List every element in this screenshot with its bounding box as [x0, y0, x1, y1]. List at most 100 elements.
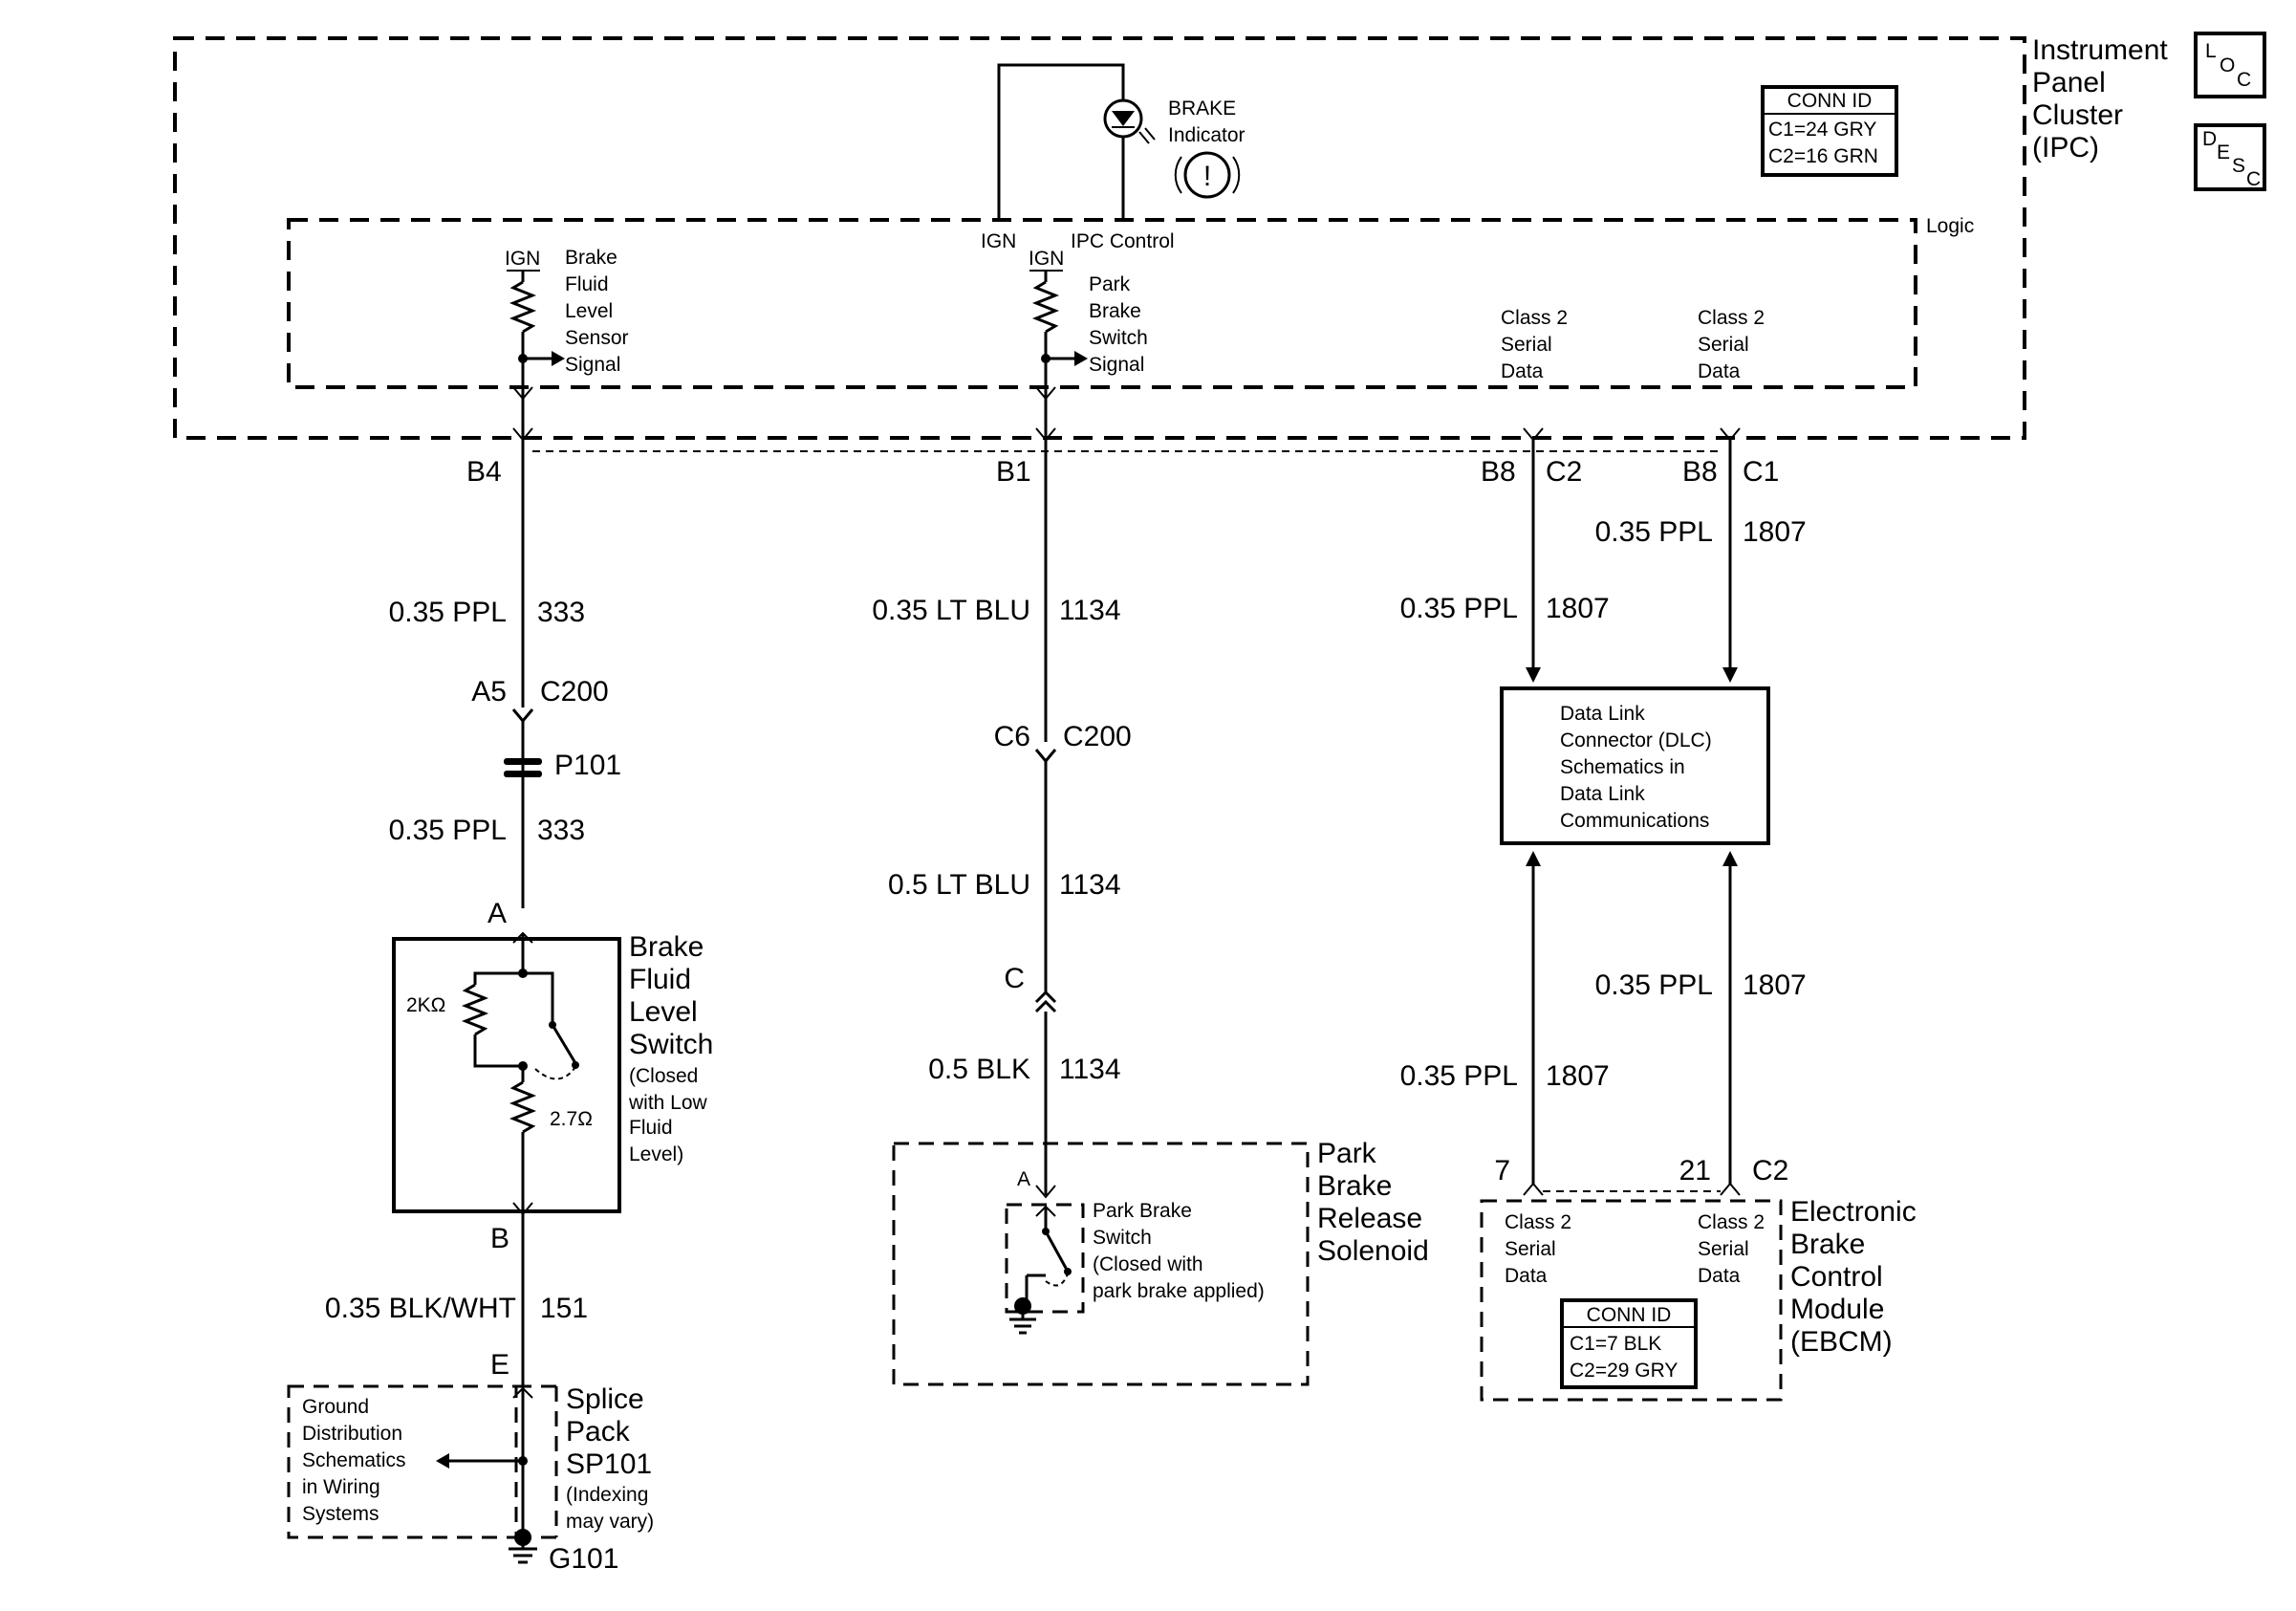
svg-text:C1=7 BLK: C1=7 BLK	[1570, 1333, 1661, 1355]
wire-1134-bot-circuit: 1134	[1059, 1054, 1121, 1085]
park-brake-pullup	[1029, 270, 1088, 438]
pin-a-switch: A	[487, 898, 507, 929]
svg-text:S: S	[2232, 155, 2245, 177]
wire-1134-mid-gauge: 0.5 LT BLU	[888, 869, 1030, 901]
splice-pack-name: Splice Pack SP101	[566, 1383, 652, 1480]
wire-1134-top-circuit: 1134	[1059, 595, 1121, 626]
svg-text:L: L	[2205, 40, 2217, 62]
conn-c-chevron	[1034, 990, 1057, 1004]
wire-333-mid-circuit: 333	[537, 815, 585, 846]
wire-1807-c1-top-circuit: 1807	[1743, 516, 1807, 548]
svg-text:C: C	[2246, 168, 2261, 190]
park-brake-switch-box	[1005, 1203, 1085, 1314]
svg-text:C2=29 GRY: C2=29 GRY	[1570, 1360, 1678, 1382]
pin-b4: B4	[466, 456, 502, 488]
splice-pack-note: (Indexing may vary)	[566, 1484, 654, 1533]
ground-distribution-label: Ground Distribution Schematics in Wiring…	[302, 1396, 411, 1525]
conn-c6: C6	[994, 721, 1030, 752]
wire-333-top-circuit: 333	[537, 597, 585, 628]
ipc-name: Instrument Panel Cluster (IPC)	[2032, 34, 2176, 163]
brake-fluid-switch-internals	[461, 931, 579, 1216]
ebcm-conn-id: CONN ID C1=7 BLK C2=29 GRY	[1560, 1298, 1698, 1389]
park-brake-solenoid-name: Park Brake Release Solenoid	[1317, 1138, 1430, 1267]
park-brake-switch-internals	[1009, 1205, 1072, 1335]
pin-e-splice: E	[490, 1349, 509, 1381]
wire-1134-top-gauge: 0.35 LT BLU	[872, 595, 1030, 626]
svg-text:!: !	[1203, 161, 1211, 192]
wire-333-mid-gauge: 0.35 PPL	[389, 815, 507, 846]
svg-text:E: E	[2217, 142, 2230, 163]
p101-splice-icon	[504, 758, 542, 777]
brake-fluid-switch-note: (Closed with Low Fluid Level)	[628, 1065, 713, 1165]
park-brake-switch-label: Park Brake Switch (Closed with park brak…	[1093, 1200, 1265, 1302]
brake-fluid-switch-name: Brake Fluid Level Switch	[629, 931, 713, 1060]
wire-1807-c1-bot-circuit: 1807	[1743, 969, 1807, 1001]
conn-c200-mid: C200	[1063, 721, 1132, 752]
brake-fluid-signal-label: Brake Fluid Level Sensor Signal	[565, 247, 634, 376]
ign-label-lamp: IGN	[981, 230, 1016, 252]
wire-1807-c2-top-gauge: 0.35 PPL	[1400, 593, 1518, 624]
splice-internals	[436, 1386, 533, 1537]
svg-text:C1=24 GRY: C1=24 GRY	[1768, 119, 1876, 141]
ign-label-park: IGN	[1029, 248, 1064, 270]
wire-1134-bot-gauge: 0.5 BLK	[928, 1054, 1030, 1085]
svg-text:CONN ID: CONN ID	[1787, 90, 1873, 112]
wire-1807-c1-top-gauge: 0.35 PPL	[1595, 516, 1713, 548]
wire-1807-c2-bot-gauge: 0.35 PPL	[1400, 1060, 1518, 1092]
svg-text:O: O	[2220, 54, 2235, 76]
logic-label: Logic	[1926, 215, 1974, 237]
brake-warning-icon: !	[1174, 151, 1241, 199]
svg-text:CONN ID: CONN ID	[1587, 1304, 1672, 1326]
brake-fluid-sensor-pullup	[507, 270, 565, 438]
wire-151-circuit: 151	[540, 1293, 588, 1324]
brake-indicator-label: BRAKE Indicator	[1168, 98, 1245, 146]
conn-c-mid: C	[1004, 963, 1025, 994]
ebcm-box	[1480, 1199, 1783, 1402]
ipc-control-label: IPC Control	[1071, 230, 1175, 252]
resistor-2-7: 2.7Ω	[550, 1108, 593, 1130]
wire-151-gauge: 0.35 BLK/WHT	[325, 1293, 516, 1324]
wire-333-top-gauge: 0.35 PPL	[389, 597, 507, 628]
park-switch-pin-a: A	[1017, 1168, 1030, 1190]
ipc-conn-id: CONN ID C1=24 GRY C2=16 GRN	[1761, 85, 1898, 177]
ebcm-pin-21: 21	[1679, 1155, 1711, 1186]
conn-p101: P101	[554, 750, 621, 781]
conn-c2: C2	[1546, 456, 1582, 488]
pin-b8-c2: B8	[1481, 456, 1516, 488]
wire-1807-c2-top-circuit: 1807	[1546, 593, 1610, 624]
ign-label-fluid: IGN	[505, 248, 540, 270]
conn-c1: C1	[1743, 456, 1779, 488]
pin-b-switch: B	[490, 1223, 509, 1254]
pin-b8-c1: B8	[1682, 456, 1718, 488]
ground-g101-icon	[509, 1529, 537, 1564]
ipc-boundary	[173, 36, 2026, 440]
dlc-box	[1500, 686, 1770, 845]
ebcm-serial-left: Class 2 Serial Data	[1505, 1211, 1577, 1287]
svg-text:C2=16 GRN: C2=16 GRN	[1768, 145, 1878, 167]
conn-a5: A5	[471, 676, 507, 708]
location-icon[interactable]: L O C	[2194, 32, 2266, 98]
brake-indicator-lamp	[997, 63, 1156, 220]
description-icon[interactable]: D E S C	[2194, 123, 2266, 191]
wire-1807-c2-bot-circuit: 1807	[1546, 1060, 1610, 1092]
serial-data-c2-label: Class 2 Serial Data	[1501, 307, 1573, 382]
dlc-label: Data Link Connector (DLC) Schematics in …	[1560, 703, 1718, 832]
wire-1807-c1-bot-gauge: 0.35 PPL	[1595, 969, 1713, 1001]
logic-boundary	[287, 218, 1917, 389]
ground-g101: G101	[549, 1543, 618, 1575]
conn-c200-left: C200	[540, 676, 609, 708]
pin-b1: B1	[996, 456, 1031, 488]
serial-data-c1-label: Class 2 Serial Data	[1698, 307, 1770, 382]
ebcm-name: Electronic Brake Control Module (EBCM)	[1790, 1196, 1924, 1358]
ebcm-serial-right: Class 2 Serial Data	[1698, 1211, 1770, 1287]
c200-left-chevron	[511, 708, 534, 724]
wire-1134-mid-circuit: 1134	[1059, 869, 1121, 901]
svg-text:C: C	[2237, 69, 2251, 91]
park-brake-solenoid-box	[892, 1142, 1310, 1386]
ebcm-conn-c2: C2	[1752, 1155, 1788, 1186]
ebcm-pin-7: 7	[1494, 1155, 1510, 1186]
svg-text:D: D	[2202, 128, 2217, 150]
c200-mid-chevron	[1034, 749, 1057, 764]
ipc-connector-chevrons	[512, 386, 1741, 442]
